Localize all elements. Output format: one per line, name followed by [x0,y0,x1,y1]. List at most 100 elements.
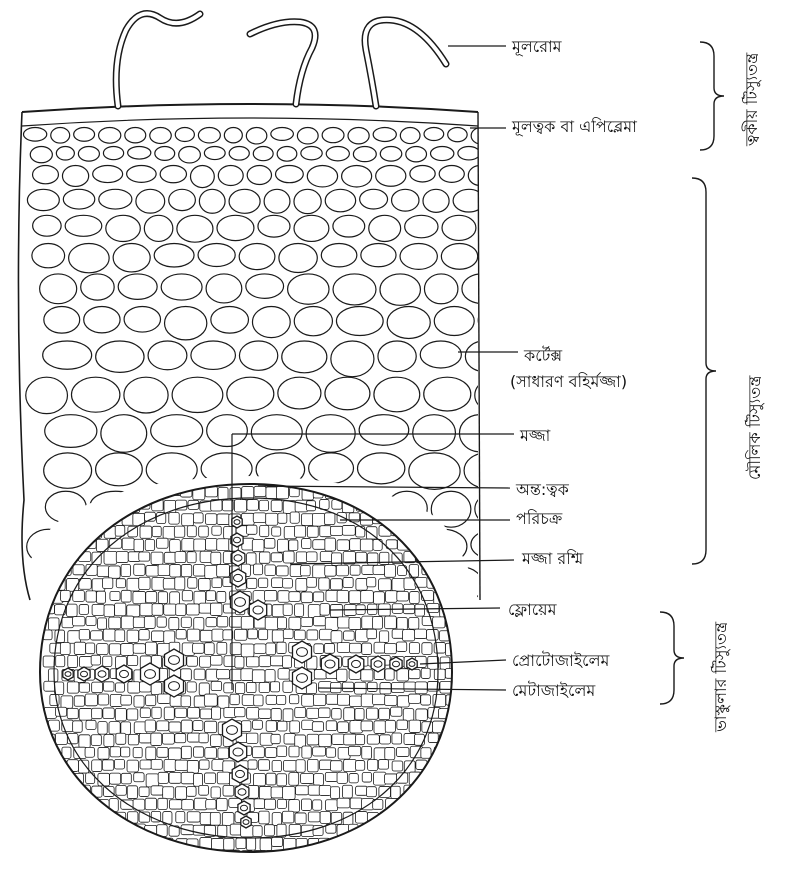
stele-cell [210,656,222,666]
stele-cell [289,617,301,629]
stele-cell [49,538,59,549]
xylem-vessel [116,665,132,683]
stele-cell [302,851,314,862]
stele-cell [368,500,378,509]
stele-cell [80,525,90,536]
cortex-cell [177,215,213,242]
stele-cell [67,811,78,820]
stele-cell [350,721,363,733]
stele-cell [140,526,152,538]
stele-cell [73,538,85,548]
stele-cell [205,514,216,525]
stele-cell [193,565,205,576]
group-label-dermal: ত্বকীয় টিস্যুতন্ত্র [739,53,766,146]
stele-cell [313,617,325,626]
stele-cell [104,500,116,513]
stele-cell [144,616,155,628]
stele-cell [362,565,375,574]
stele-cell [438,709,451,719]
stele-cell [361,694,374,707]
stele-cell [350,696,362,707]
stele-cell [391,786,400,798]
xylem-vessel [232,765,248,783]
cortex-cell [106,215,141,241]
stele-cell [374,772,386,785]
stele-cell [74,850,84,861]
stele-cell [217,514,229,525]
stele-cell [366,787,376,797]
stele-cell [169,800,182,809]
stele-cell [259,709,271,718]
cortex-cell [247,166,271,185]
stele-cell [319,682,332,692]
stele-cell [85,694,97,706]
stele-cell [217,539,230,551]
stele-cell [272,605,284,617]
cortex-cell [63,189,94,209]
stele-cell [169,512,179,524]
cortex-cell [478,306,514,333]
cortex-cell [424,274,457,304]
stele-cell [152,604,163,616]
stele-cell [349,774,358,783]
cortex-cell [154,244,194,267]
stele-cell [414,734,424,745]
cortex-cell [201,453,252,484]
stele-cell [266,773,276,785]
cortex-cell [480,215,511,240]
stele-cell [235,683,244,694]
stele-cell [451,682,461,693]
stele-cell [246,838,255,850]
stele-cell [368,760,378,771]
stele-cell [444,826,454,837]
stele-cell [152,707,161,718]
stele-cell [336,565,348,576]
stele-cell [170,592,180,605]
stele-cell [278,513,287,523]
cortex-cell [405,215,438,238]
stele-cell [343,577,353,587]
stele-cell [193,513,203,523]
cortex-cell [276,166,304,183]
label-protoxylem: প্রোটোজাইলেম [512,652,609,670]
stele-cell [283,656,292,668]
stele-cell [204,694,217,706]
stele-cell [427,526,440,537]
stele-cell [330,787,339,799]
stele-cell [307,577,317,587]
stele-cell [109,539,121,549]
cortex-cell [325,377,370,410]
stele-cell [152,526,161,536]
stele-cell [416,709,428,721]
cortex-cell [264,189,290,213]
stele-cell [56,786,68,797]
stele-cell [133,747,142,757]
stele-cell [403,630,415,641]
stele-cell [204,851,215,862]
stele-cell [337,694,349,705]
cortex-cell [155,147,175,161]
stele-cell [198,579,210,591]
stele-cell [241,644,254,657]
stele-cell [296,786,309,795]
stele-cell [301,592,312,603]
cortex-cell [239,244,275,270]
stele-cell [290,721,300,733]
stele-cell [91,837,101,849]
root-hair-lumen [116,14,200,106]
stele-cell [241,721,250,732]
stele-cell [122,538,134,550]
stele-cell [421,748,431,759]
stele-cell [284,734,296,744]
stele-cell [74,747,87,758]
stele-cell [96,591,105,603]
stele-cell [253,720,263,729]
cortex-cell [127,166,157,183]
stele-cell [308,759,319,772]
stele-cell [415,682,427,694]
stele-cell [67,708,78,718]
cortex-cell [431,147,454,161]
cortex-cell [128,147,151,160]
stele-cell [55,707,66,716]
stele-cell [98,618,107,629]
